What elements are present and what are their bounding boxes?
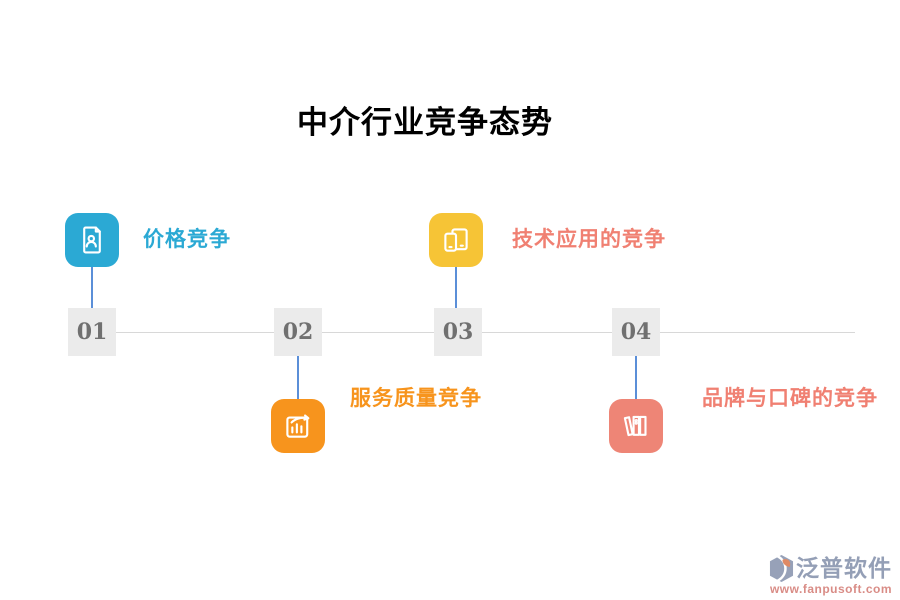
step2-icon-tile xyxy=(271,399,325,453)
step1-label: 价格竞争 xyxy=(143,228,231,251)
timeline-node-01: 01 xyxy=(68,308,116,356)
step2-label: 服务质量竞争 xyxy=(350,387,482,410)
document-person-icon xyxy=(83,226,101,254)
connector-line xyxy=(455,267,457,308)
node-number: 03 xyxy=(442,319,474,345)
node-number: 04 xyxy=(620,319,652,345)
step4-label: 品牌与口碑的竞争 xyxy=(702,387,878,410)
node-number: 02 xyxy=(282,319,314,345)
watermark-brand: 泛普软件 xyxy=(796,554,892,581)
connector-line xyxy=(297,356,299,399)
step3-icon-tile xyxy=(429,213,483,267)
watermark: 泛普软件 www.fanpusoft.com xyxy=(769,554,892,596)
timeline-node-02: 02 xyxy=(274,308,322,356)
connector-line xyxy=(91,267,93,308)
devices-icon xyxy=(444,228,468,252)
step4-icon-tile xyxy=(609,399,663,453)
step1-icon-tile xyxy=(65,213,119,267)
timeline-node-04: 04 xyxy=(612,308,660,356)
page-title: 中介行业竞争态势 xyxy=(297,105,553,140)
timeline-node-03: 03 xyxy=(434,308,482,356)
node-number: 01 xyxy=(76,319,108,345)
fanpu-logo-icon xyxy=(769,554,794,583)
connector-line xyxy=(635,356,637,399)
bar-chart-arrow-icon xyxy=(286,414,310,438)
step3-label: 技术应用的竞争 xyxy=(512,228,666,251)
books-icon xyxy=(623,415,647,437)
watermark-url: www.fanpusoft.com xyxy=(769,582,892,596)
